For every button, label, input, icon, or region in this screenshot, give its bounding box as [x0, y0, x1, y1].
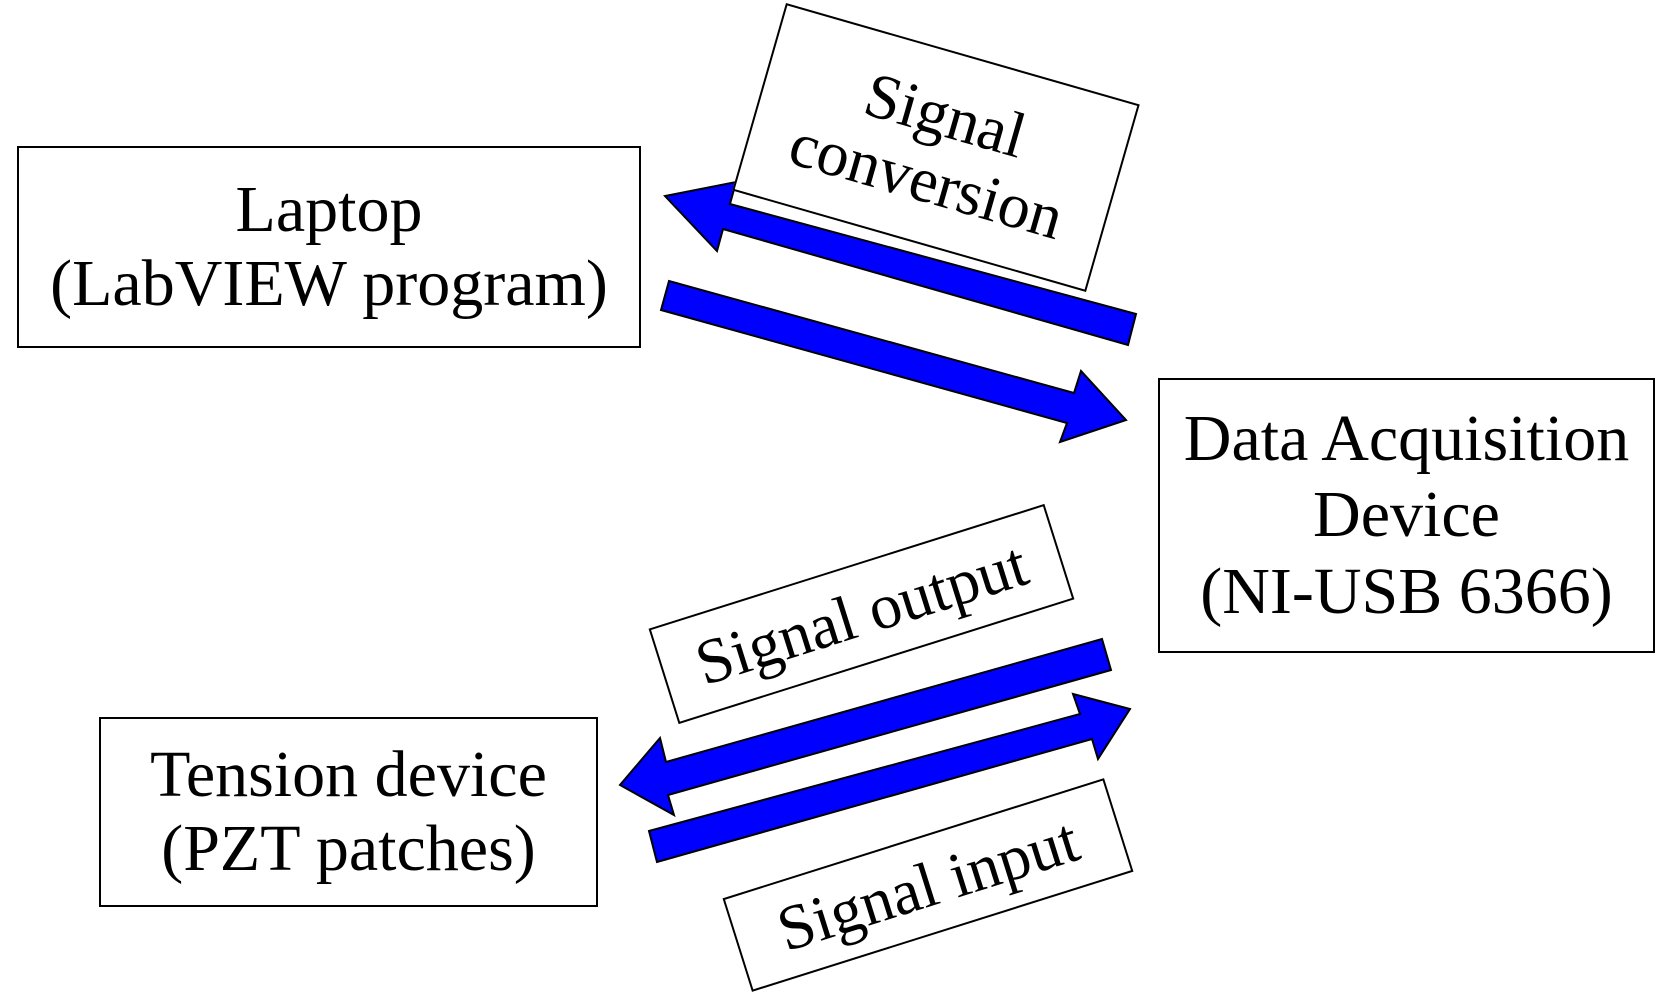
daq-title-line2: Device	[1313, 478, 1500, 552]
tension-device-box: Tension device (PZT patches)	[99, 717, 598, 907]
laptop-subtitle: (LabVIEW program)	[50, 247, 608, 320]
arrow-tension-to-daq	[647, 692, 1132, 864]
tension-subtitle: (PZT patches)	[161, 812, 536, 885]
laptop-title: Laptop	[235, 173, 423, 247]
daq-box: Data Acquisition Device (NI-USB 6366)	[1158, 378, 1655, 653]
arrow-daq-to-laptop	[663, 180, 1138, 347]
arrow-daq-to-tension	[618, 637, 1113, 818]
laptop-box: Laptop (LabVIEW program)	[17, 146, 641, 348]
arrow-laptop-to-daq	[659, 279, 1128, 444]
daq-title: Data Acquisition	[1183, 401, 1630, 475]
tension-title: Tension device	[150, 738, 547, 812]
daq-subtitle: (NI-USB 6366)	[1200, 554, 1613, 628]
